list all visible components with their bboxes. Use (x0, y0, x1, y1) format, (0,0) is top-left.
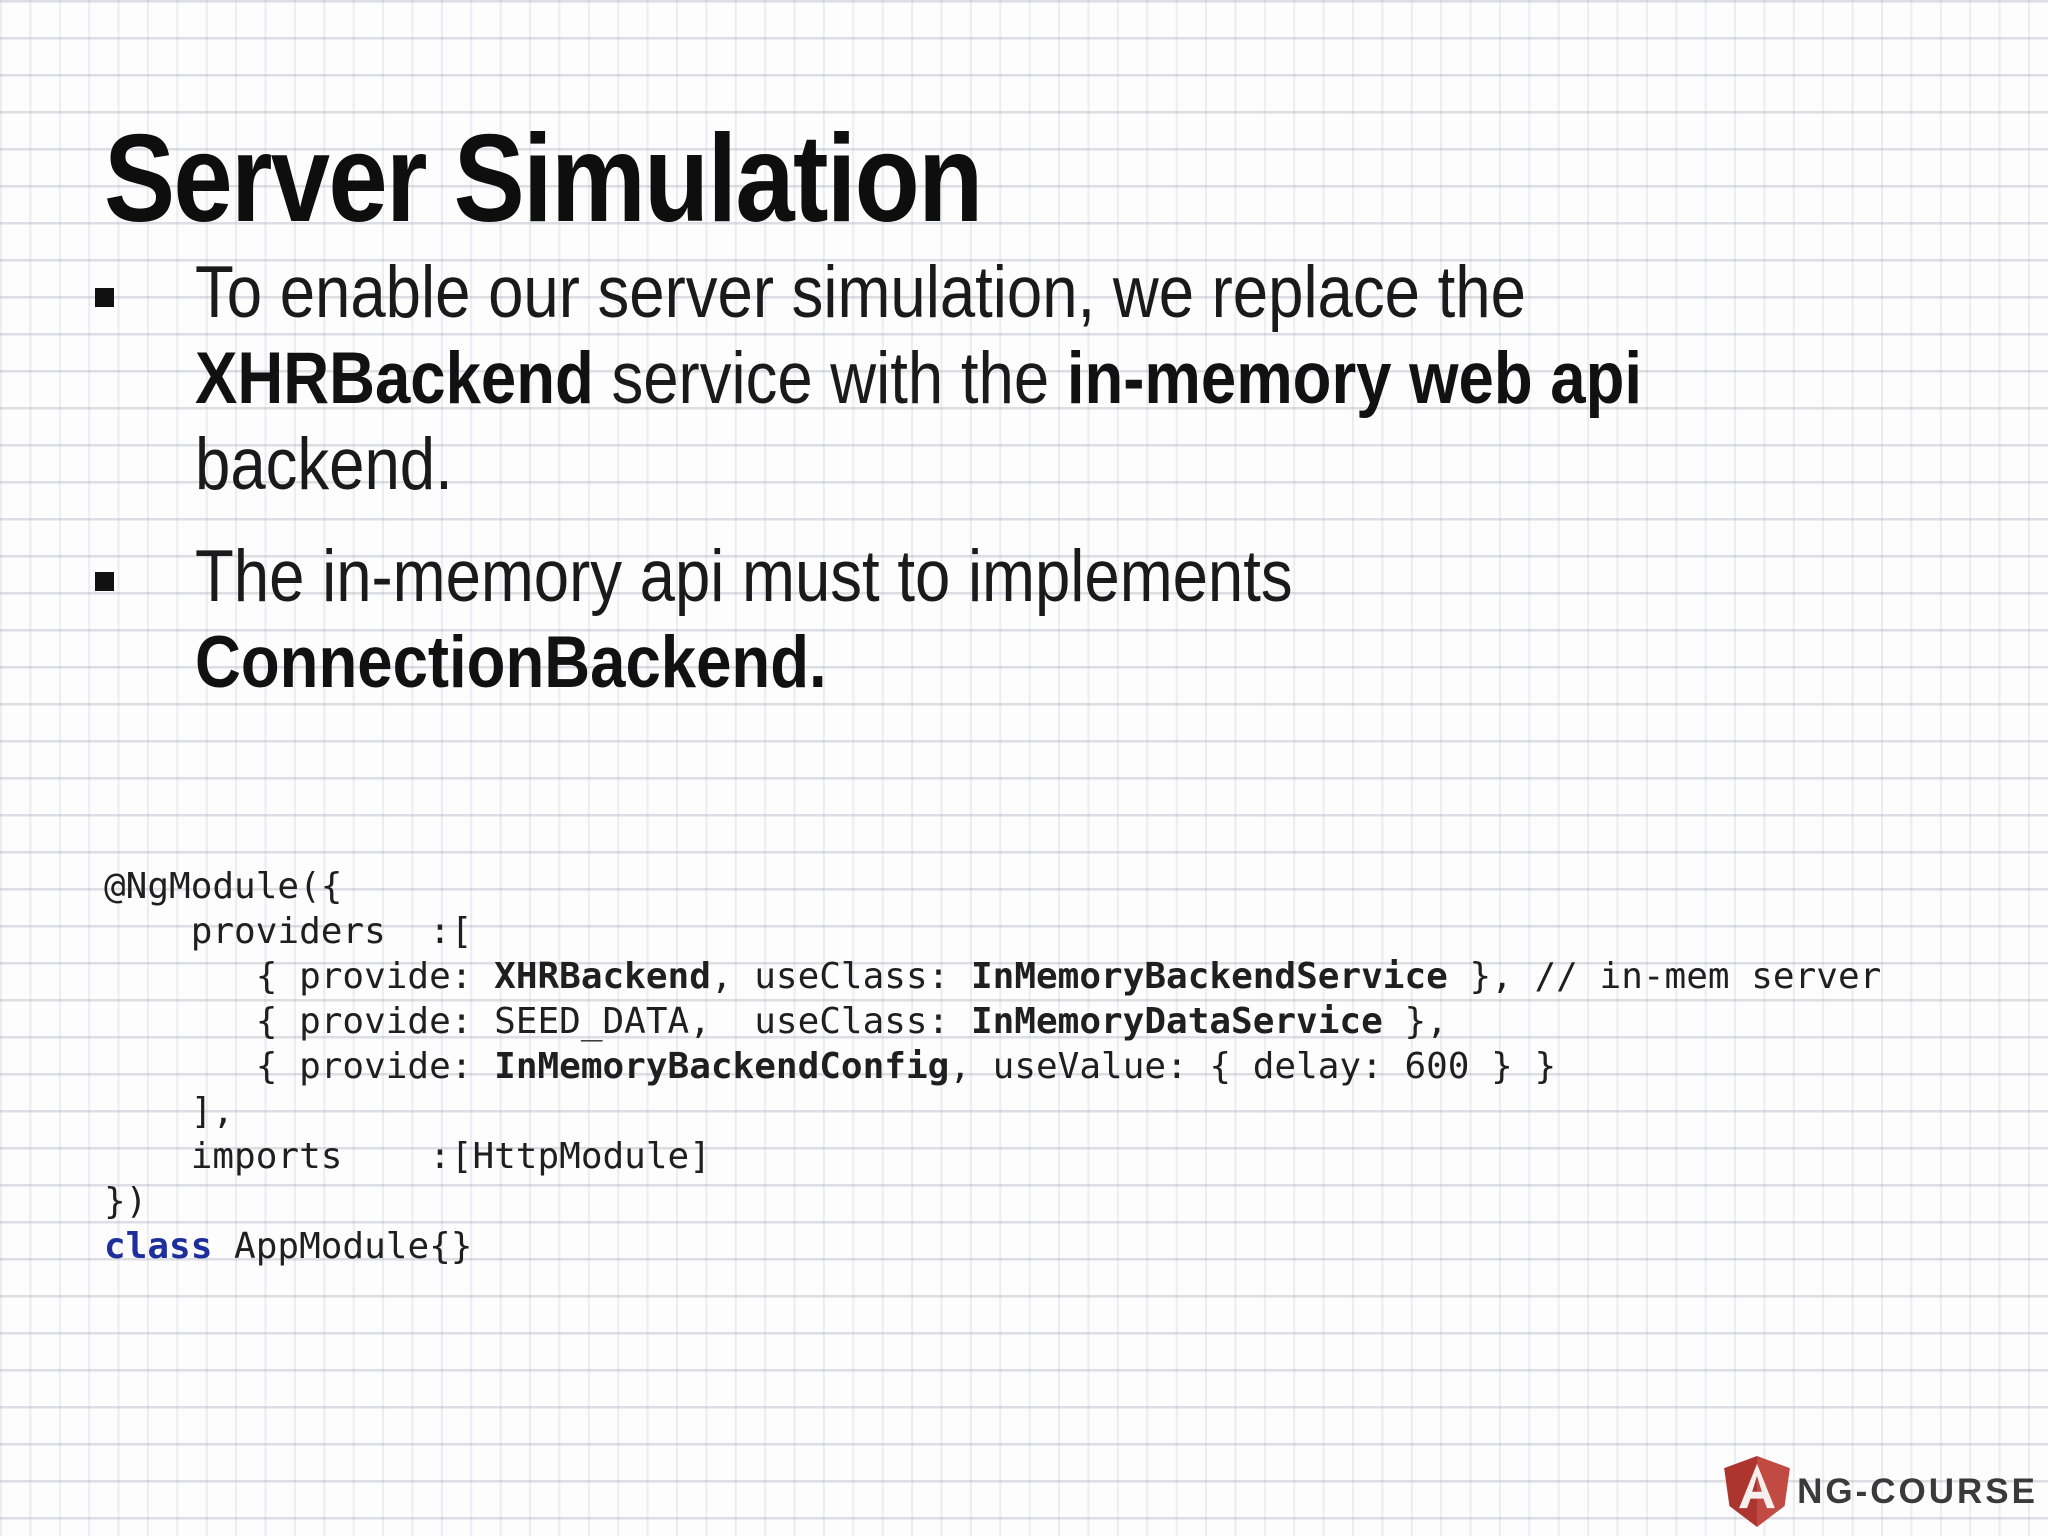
code-segment: }, (1382, 1001, 1448, 1042)
bullet-text-segment: service with the (593, 338, 1067, 419)
bullet-text-segment: XHRBackend (195, 338, 594, 419)
angular-shield-icon (1724, 1456, 1790, 1527)
code-segment: InMemoryBackendConfig (494, 1046, 950, 1087)
code-segment: @NgModule({ (104, 866, 343, 907)
code-segment: { provide: (104, 956, 495, 997)
bullet-line: To enable our server simulation, we repl… (195, 250, 1642, 336)
bullet-line: ConnectionBackend. (195, 620, 1642, 706)
shield-right (1757, 1456, 1790, 1527)
bullet-item: To enable our server simulation, we repl… (95, 250, 1858, 508)
logo: NG-COURSE (1724, 1456, 2038, 1527)
bullet-text-segment: To enable our server simulation, we repl… (195, 252, 1526, 333)
code-segment: ], (104, 1091, 235, 1132)
code-line: }) (104, 1179, 1881, 1224)
code-segment: imports :[HttpModule] (104, 1136, 711, 1177)
code-segment: providers :[ (104, 911, 473, 952)
code-segment: , useValue: { delay: 600 } } (949, 1046, 1557, 1087)
code-line: { provide: XHRBackend, useClass: InMemor… (104, 954, 1882, 999)
bullet-square-marker (95, 288, 114, 307)
code-segment: class (104, 1226, 213, 1267)
code-segment: { provide: SEED_DATA, useClass: (104, 1001, 971, 1042)
slide-title: Server Simulation (104, 110, 983, 249)
code-segment: }) (104, 1181, 148, 1222)
code-line: { provide: InMemoryBackendConfig, useVal… (104, 1044, 1881, 1089)
logo-label: NG-COURSE (1797, 1471, 2038, 1511)
code-segment: , useClass: (710, 956, 971, 997)
bullet-text-segment: ConnectionBackend. (195, 622, 827, 703)
code-line: { provide: SEED_DATA, useClass: InMemory… (104, 999, 1881, 1044)
code-segment: InMemoryBackendService (970, 956, 1448, 997)
shield-letter (1739, 1463, 1775, 1509)
bullet-text-segment: The in-memory api must to implements (195, 536, 1293, 617)
code-segment: XHRBackend (494, 956, 711, 997)
code-block: @NgModule({ providers :[ { provide: XHRB… (104, 864, 1881, 1269)
code-segment: }, // in-mem server (1447, 956, 1882, 997)
code-line: class AppModule{} (104, 1224, 1881, 1269)
code-line: @NgModule({ (104, 864, 1881, 909)
bullet-list: To enable our server simulation, we repl… (95, 250, 1858, 706)
bullet-line: The in-memory api must to implements (195, 534, 1642, 620)
code-line: ], (104, 1089, 1881, 1134)
shield-left (1724, 1456, 1758, 1527)
code-segment: { provide: (104, 1046, 495, 1087)
bullet-square-marker (95, 572, 114, 591)
code-segment: AppModule{} (212, 1226, 473, 1267)
bullet-text-segment: backend. (195, 424, 453, 505)
bullet-text-segment: in-memory web api (1066, 338, 1643, 419)
code-line: imports :[HttpModule] (104, 1134, 1881, 1179)
code-line: providers :[ (104, 909, 1881, 954)
bullet-line: XHRBackend service with the in-memory we… (195, 336, 1642, 422)
bullet-line: backend. (195, 422, 1642, 508)
code-segment: InMemoryDataService (970, 1001, 1383, 1042)
